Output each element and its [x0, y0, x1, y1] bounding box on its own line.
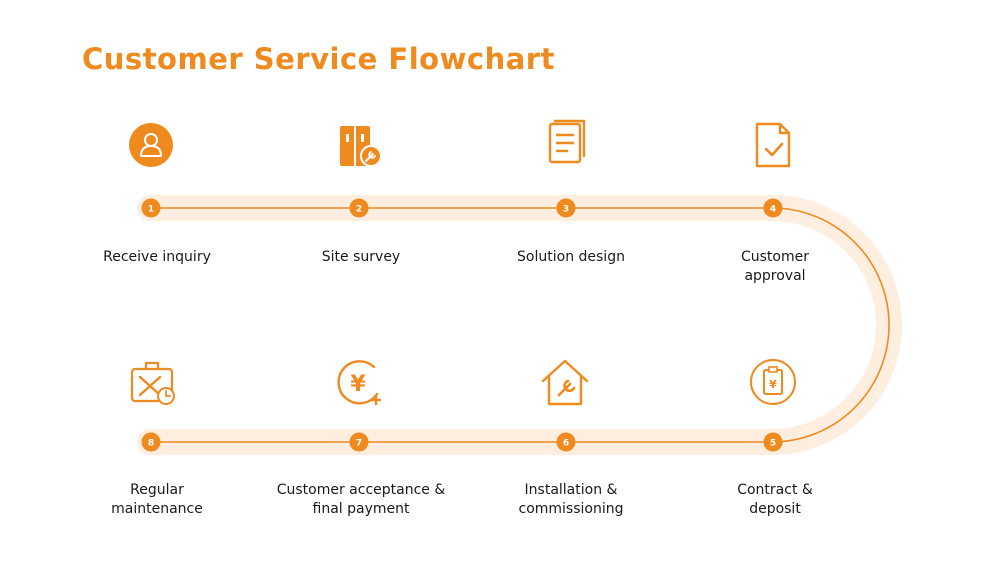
step-node-6: 6	[556, 432, 576, 452]
step-label-8: Regular maintenance	[111, 482, 203, 517]
step-number-6: 6	[563, 439, 569, 449]
document-stack-icon	[548, 119, 586, 164]
page-title: Customer Service Flowchart	[82, 42, 555, 76]
step-label-2: Site survey	[321, 249, 401, 265]
step-label-7: Customer acceptance & final payment	[276, 482, 446, 517]
step-number-2: 2	[356, 205, 362, 215]
step-number-5: 5	[770, 439, 776, 449]
step-node-2: 2	[349, 198, 369, 218]
step-label-1: Receive inquiry	[103, 249, 211, 265]
track-band	[137, 195, 902, 455]
step-node-7: 7	[349, 432, 369, 452]
step-label-6: Installation & commissioning	[518, 482, 624, 517]
step-node-4: 4	[763, 198, 783, 218]
step-number-7: 7	[356, 439, 362, 449]
document-check-icon	[755, 122, 791, 168]
svg-text:¥: ¥	[350, 372, 366, 397]
step-node-3: 3	[556, 198, 576, 218]
step-label-4: Customer approval	[740, 249, 809, 284]
contract-yen-icon: ¥	[750, 359, 796, 405]
house-wrench-icon	[541, 359, 589, 406]
step-label-5: Contract & deposit	[737, 482, 813, 517]
step-label-3: Solution design	[517, 249, 625, 265]
yen-plus-icon: ¥	[337, 360, 381, 405]
step-node-5: 5	[763, 432, 783, 452]
toolkit-clock-icon	[130, 361, 175, 405]
flow-line	[150, 207, 890, 443]
person-icon	[129, 123, 173, 167]
step-number-4: 4	[770, 205, 776, 215]
toolbox-wrench-icon	[340, 126, 382, 167]
step-node-1: 1	[141, 198, 161, 218]
step-number-8: 8	[148, 439, 154, 449]
step-number-3: 3	[563, 205, 569, 215]
step-node-8: 8	[141, 432, 161, 452]
svg-text:¥: ¥	[769, 378, 777, 391]
step-number-1: 1	[148, 205, 154, 215]
